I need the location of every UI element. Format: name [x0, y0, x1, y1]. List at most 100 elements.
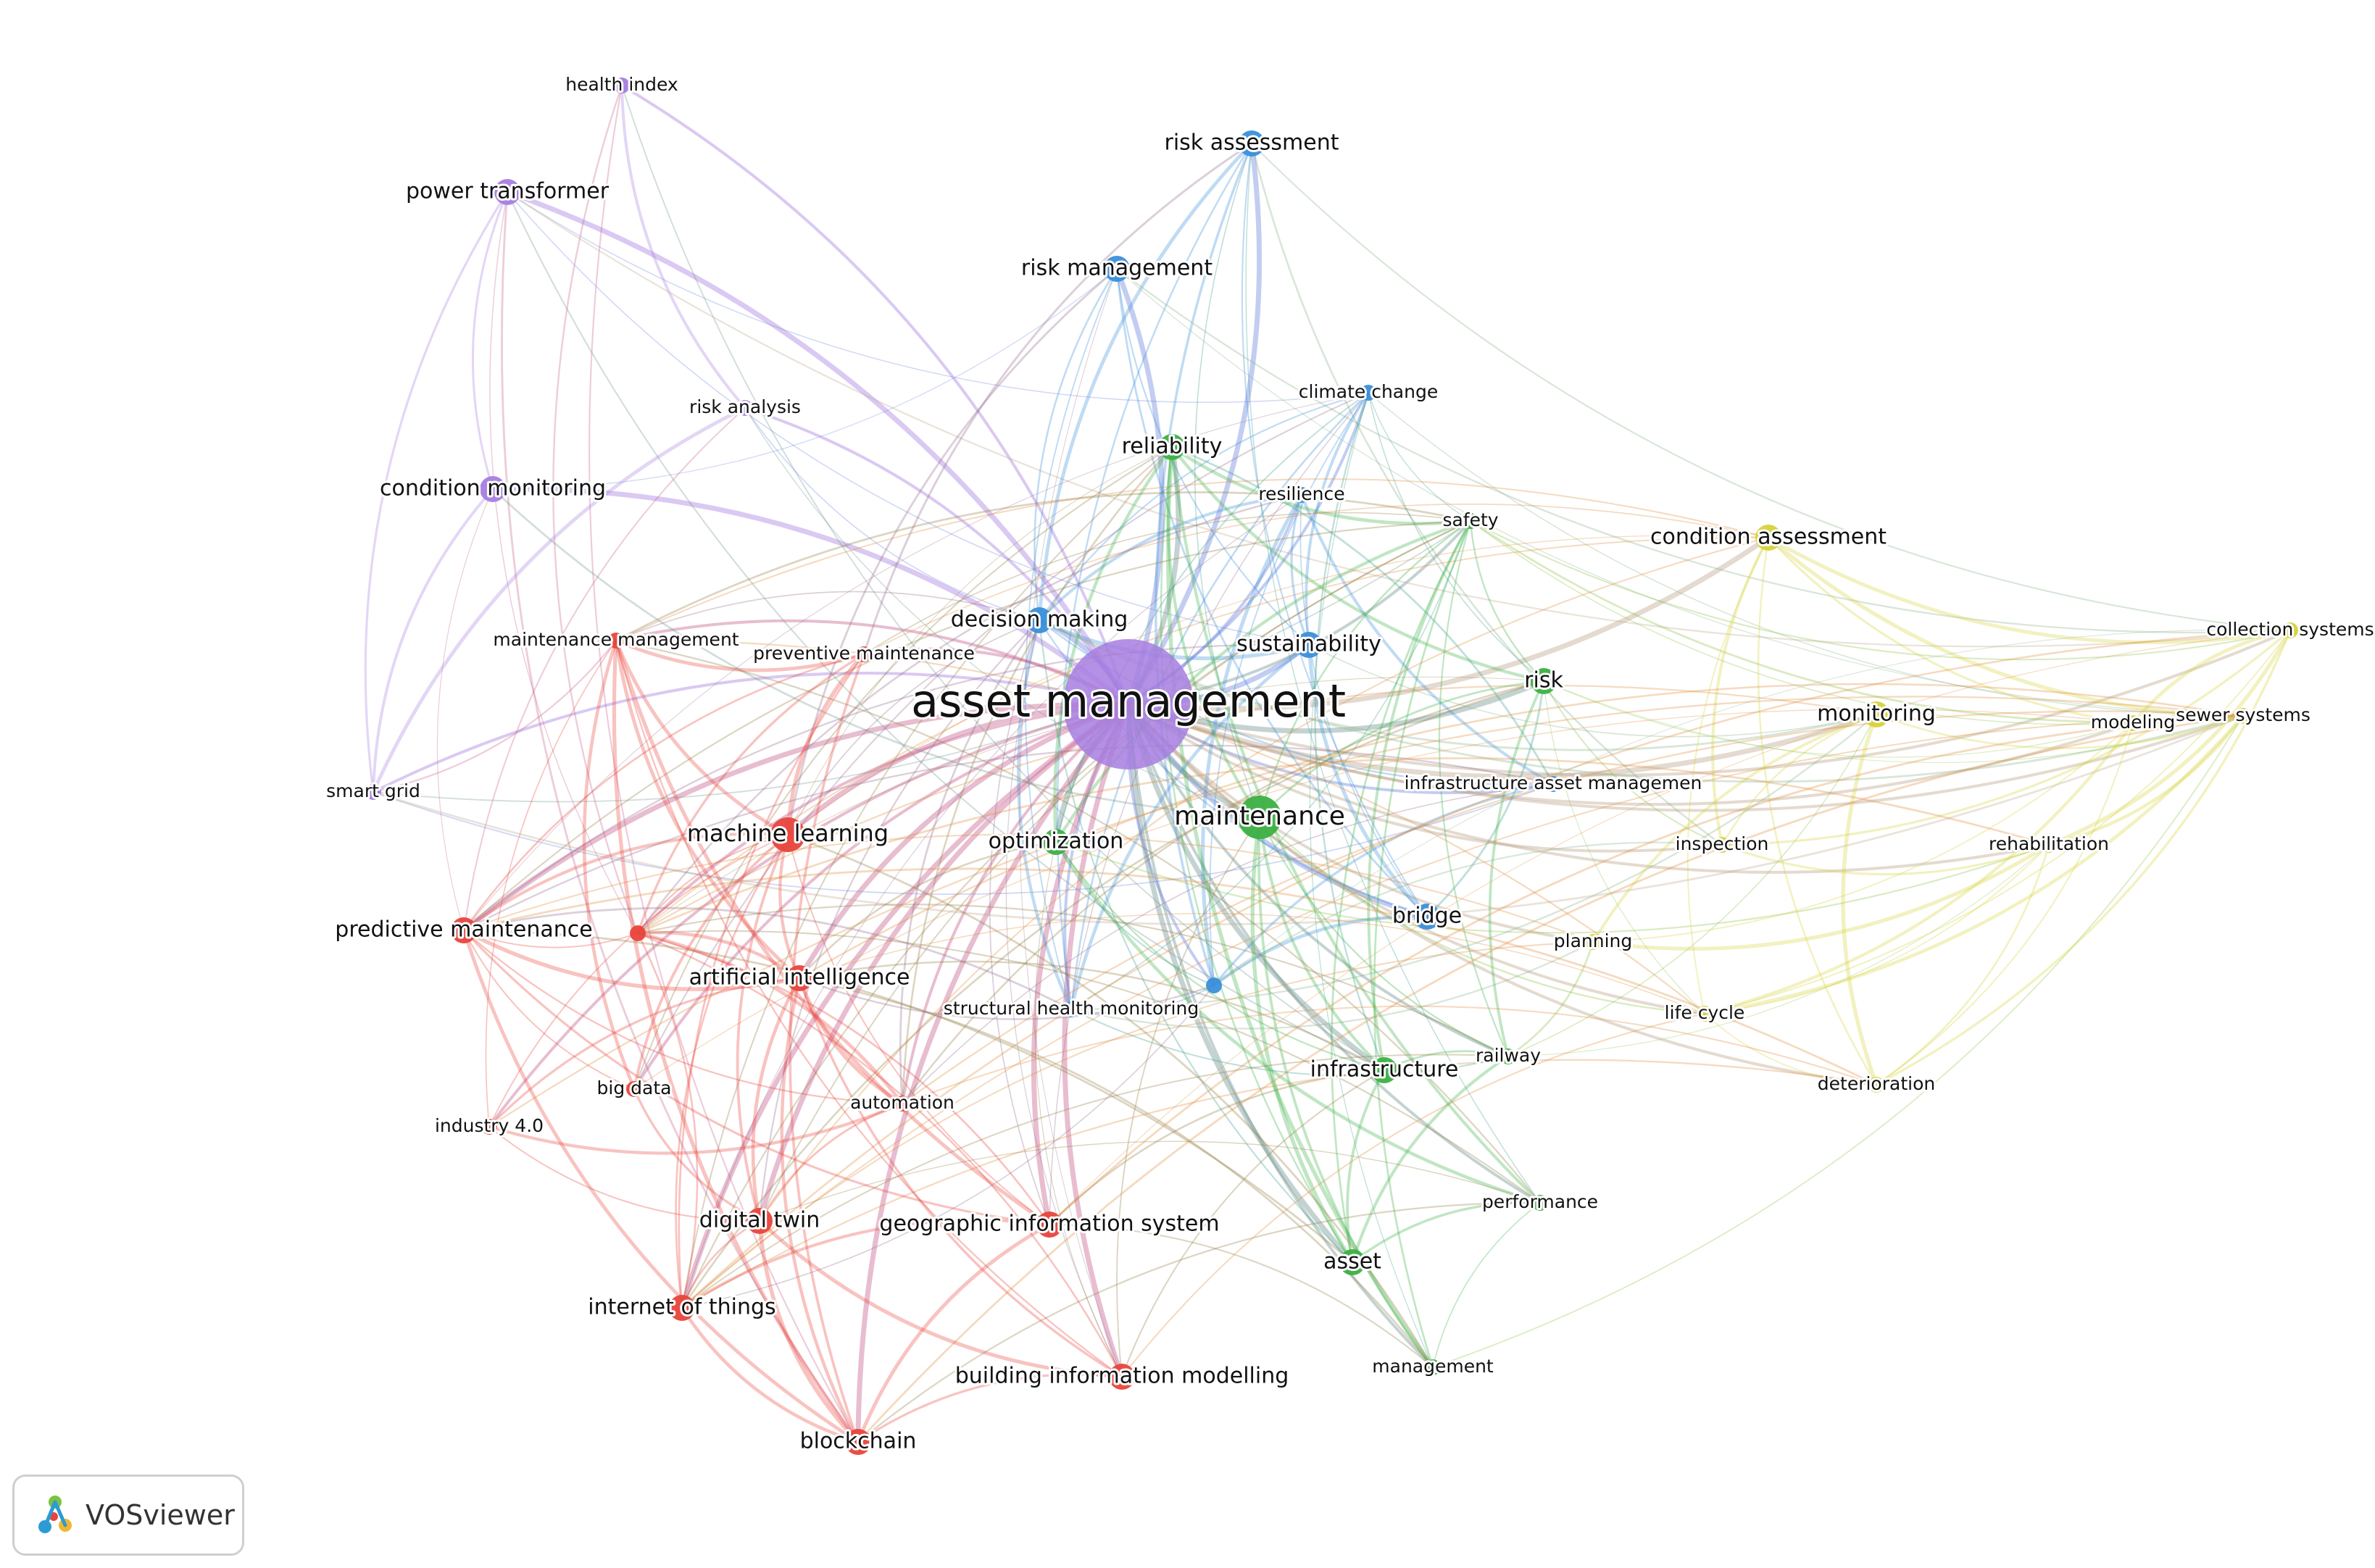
label-internet-of-things: internet of things: [588, 1295, 775, 1320]
link-risk-management-structural-health-monitoring: [1024, 268, 1118, 1010]
label-optimization: optimization: [989, 829, 1124, 854]
node-artificial-intelligence[interactable]: [786, 965, 812, 991]
node-blockchain[interactable]: [845, 1429, 871, 1455]
node-predictive-maintenance[interactable]: [451, 917, 477, 943]
node-infrastructure[interactable]: [1371, 1057, 1397, 1083]
node-railway[interactable]: [1500, 1048, 1516, 1064]
link-predictive-maintenance-automation: [462, 929, 904, 1105]
node-big-data[interactable]: [626, 1081, 642, 1097]
link-risk-management-bridge: [1115, 267, 1428, 918]
link-risk-maintenance: [1258, 680, 1545, 819]
node-infrastructure-asset-management[interactable]: [1545, 776, 1561, 792]
node-risk-assessment[interactable]: [1239, 130, 1265, 157]
link-risk-assessment-preventive-maintenance: [862, 142, 1253, 656]
node-performance[interactable]: [1532, 1195, 1548, 1211]
link-infrastructure-asset: [1346, 1069, 1386, 1264]
node-preventive-maintenance[interactable]: [856, 646, 872, 662]
link-risk-automation: [901, 680, 1545, 1105]
node-life-cycle[interactable]: [1697, 1006, 1713, 1022]
link-life-cycle-artificial-intelligence: [799, 913, 1705, 1014]
label-reliability: reliability: [1122, 434, 1223, 459]
link-condition-assessment-life-cycle: [1686, 537, 1769, 1014]
link-deterioration-predictive-maintenance: [462, 867, 1878, 1086]
link-safety-optimization: [1054, 519, 1473, 844]
link-risk-analysis-maintenance: [744, 407, 1260, 818]
node-digital-twin[interactable]: [746, 1208, 773, 1234]
node-unlabeled-blue[interactable]: [1206, 977, 1222, 993]
link-life-cycle-building-information-modelling: [1120, 1012, 1706, 1378]
node-power-transformer[interactable]: [494, 179, 520, 205]
node-internet-of-things[interactable]: [669, 1295, 695, 1321]
node-condition-monitoring[interactable]: [480, 476, 506, 502]
link-industry-4-0-automation: [487, 1101, 904, 1155]
node-maintenance[interactable]: [1238, 796, 1281, 839]
link-asset-management-management: [1127, 703, 1434, 1369]
node-resilience[interactable]: [1294, 487, 1310, 503]
link-resilience-decision-making: [1037, 493, 1304, 622]
node-risk-analysis[interactable]: [737, 400, 753, 416]
node-collection-systems[interactable]: [2282, 622, 2298, 638]
node-risk-management[interactable]: [1104, 256, 1130, 282]
link-preventive-maintenance-internet-of-things: [678, 653, 865, 1309]
link-performance-management: [1432, 1202, 1541, 1368]
node-geographic-information-system[interactable]: [1036, 1212, 1062, 1238]
label-performance: performance: [1482, 1191, 1598, 1212]
node-planning[interactable]: [1585, 934, 1601, 950]
link-life-cycle-sewer-systems: [1702, 714, 2245, 1016]
node-rehabilitation[interactable]: [2041, 837, 2057, 853]
node-machine-learning[interactable]: [770, 817, 805, 852]
node-maintenance-management[interactable]: [608, 633, 624, 649]
label-smart-grid: smart grid: [326, 780, 420, 801]
link-maintenance-management-big-data: [582, 638, 636, 1091]
link-geographic-information-system-blockchain: [856, 1222, 1052, 1444]
node-deterioration[interactable]: [1868, 1077, 1884, 1093]
link-monitoring-unlabeled-red: [636, 685, 1878, 935]
node-inspection[interactable]: [1714, 837, 1730, 853]
node-safety[interactable]: [1463, 513, 1478, 529]
node-reliability[interactable]: [1159, 434, 1185, 460]
vosviewer-badge[interactable]: VOSviewer: [12, 1475, 244, 1556]
node-smart-grid[interactable]: [365, 784, 381, 800]
node-decision-making[interactable]: [1026, 607, 1052, 633]
node-bridge[interactable]: [1414, 904, 1440, 930]
label-geographic-information-system: geographic information system: [879, 1212, 1219, 1237]
node-asset[interactable]: [1339, 1249, 1365, 1275]
node-sustainability[interactable]: [1296, 632, 1322, 658]
node-monitoring[interactable]: [1863, 701, 1889, 727]
node-climate-change[interactable]: [1360, 385, 1376, 401]
link-collection-systems-geographic-information-system: [1049, 630, 2291, 1225]
link-safety-asset: [1331, 520, 1472, 1264]
link-asset-management-industry-4-0: [488, 703, 1130, 1128]
node-building-information-modelling[interactable]: [1109, 1364, 1135, 1390]
node-structural-health-monitoring[interactable]: [1063, 1001, 1079, 1017]
link-optimization-artificial-intelligence: [798, 841, 1057, 980]
link-risk-analysis-predictive-maintenance: [462, 406, 746, 932]
link-sewer-systems-industry-4-0: [488, 696, 2245, 1128]
node-industry-4-0[interactable]: [481, 1119, 497, 1135]
link-performance-asset: [1351, 1201, 1542, 1264]
link-condition-assessment-modeling: [1767, 536, 2134, 725]
link-asset-management-condition-monitoring: [490, 486, 1131, 707]
link-machine-learning-unlabeled-red: [636, 833, 789, 935]
node-automation[interactable]: [894, 1096, 910, 1112]
link-infrastructure-artificial-intelligence: [798, 960, 1386, 1072]
node-risk[interactable]: [1531, 668, 1557, 694]
link-resilience-unlabeled-red: [636, 493, 1303, 935]
link-planning-internet-of-things: [681, 941, 1594, 1309]
node-unlabeled-red[interactable]: [630, 925, 646, 941]
node-management[interactable]: [1425, 1359, 1441, 1375]
node-modeling[interactable]: [2125, 715, 2141, 731]
link-asset-management-asset: [1126, 701, 1355, 1265]
link-safety-risk: [1469, 520, 1545, 683]
node-health-index[interactable]: [614, 78, 630, 93]
link-maintenance-infrastructure: [1257, 815, 1386, 1072]
node-condition-assessment[interactable]: [1755, 525, 1781, 551]
link-sustainability-predictive-maintenance: [462, 643, 1310, 932]
node-asset-management[interactable]: [1063, 639, 1194, 770]
link-climate-change-predictive-maintenance: [463, 392, 1369, 931]
label-monitoring: monitoring: [1817, 701, 1936, 727]
node-sewer-systems[interactable]: [2235, 708, 2251, 724]
node-optimization[interactable]: [1043, 829, 1069, 855]
link-railway-planning: [1507, 941, 1594, 1058]
label-structural-health-monitoring: structural health monitoring: [944, 998, 1199, 1019]
